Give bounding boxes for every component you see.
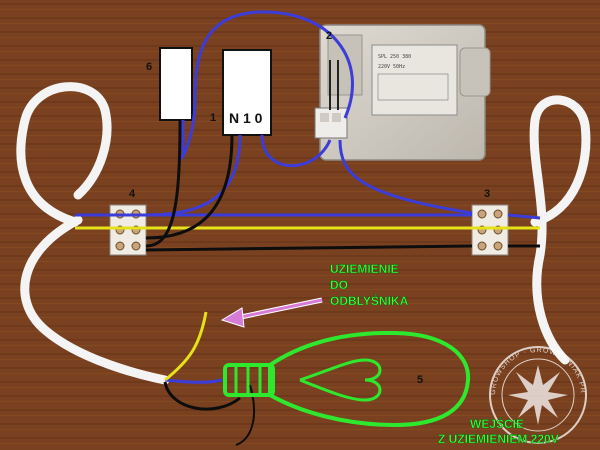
- hid-lamp: [223, 330, 471, 428]
- ground-label-line-3: ODBLYŚNIKA: [330, 293, 409, 308]
- ballast-plate-line-1: SPL 250 380: [378, 54, 411, 60]
- white-cable: [16, 82, 591, 385]
- terminal-block-3: [471, 204, 509, 256]
- ballast: SPL 250 380 220V 50Hz: [314, 24, 491, 161]
- igniter: N 1 0: [222, 49, 272, 136]
- capacitor: [159, 47, 193, 121]
- number-3: 3: [484, 188, 490, 200]
- number-6: 6: [146, 61, 152, 73]
- input-label-line-1: WEJŚCIE: [470, 416, 524, 431]
- number-2: 2: [326, 30, 332, 42]
- igniter-label: N 1 0: [229, 110, 263, 126]
- input-label-line-2: Z UZIEMIENIEM 220V: [438, 432, 559, 446]
- number-1: 1: [210, 112, 216, 124]
- ballast-plate-line-2: 220V 50Hz: [378, 64, 405, 70]
- terminal-block-4: [109, 204, 147, 256]
- number-5: 5: [417, 374, 423, 386]
- number-4: 4: [129, 188, 136, 200]
- ground-label-line-2: DO: [330, 278, 348, 292]
- ground-label-line-1: UZIEMIENIE: [330, 262, 399, 276]
- ground-arrow: [220, 297, 323, 328]
- wires: [75, 10, 541, 446]
